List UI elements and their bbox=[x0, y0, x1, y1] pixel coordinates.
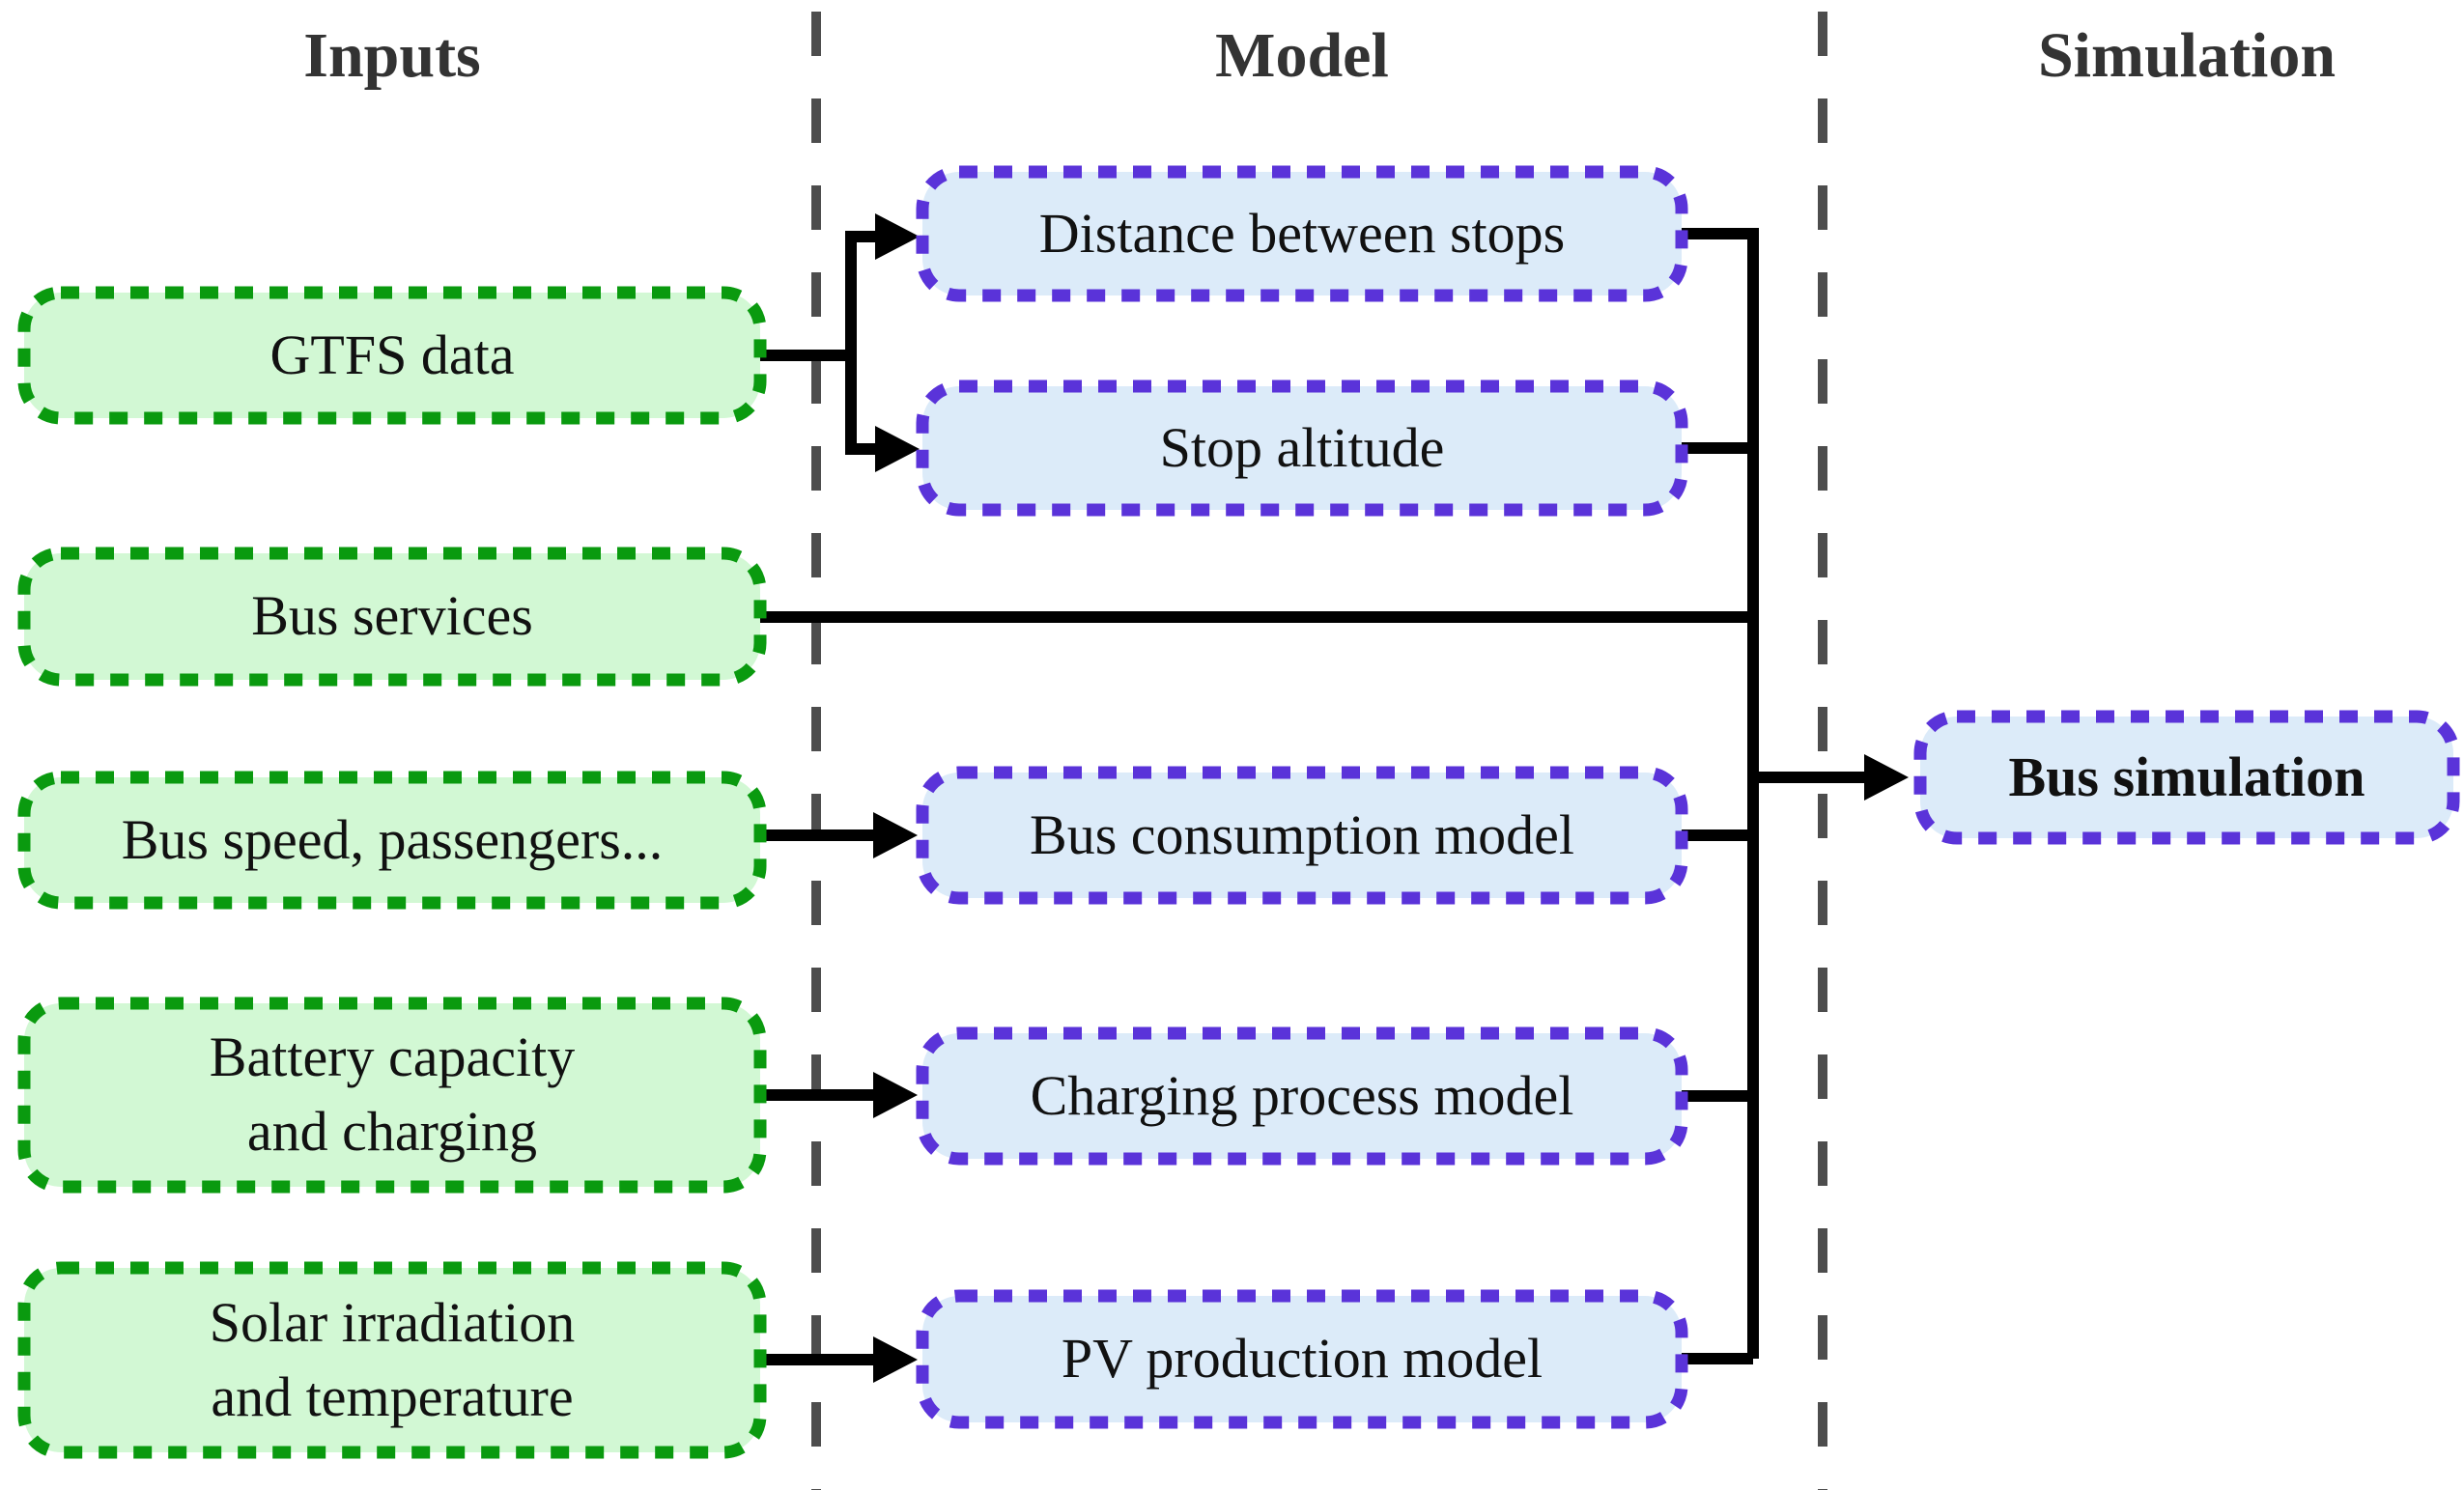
input-label-bus-speed: Bus speed, passengers... bbox=[121, 807, 664, 871]
input-box-bus-speed bbox=[17, 771, 767, 910]
column-title-model: Model bbox=[1215, 20, 1389, 91]
input-label-bus-services: Bus services bbox=[251, 584, 533, 648]
input-box-battery bbox=[17, 997, 767, 1194]
model-label-altitude: Stop altitude bbox=[1159, 415, 1445, 479]
arrow-head-altitude bbox=[875, 426, 920, 472]
input-label-solar: Solar irradiation and temperature bbox=[209, 1290, 576, 1428]
model-box-distance bbox=[916, 165, 1688, 302]
arrow-head-pv bbox=[873, 1336, 918, 1383]
arrow-head-consumption bbox=[873, 812, 918, 858]
model-box-charging bbox=[916, 1026, 1688, 1166]
simulation-box-bus-simulation bbox=[1913, 710, 2460, 845]
input-label-gtfs-data: GTFS data bbox=[269, 323, 515, 386]
model-label-charging: Charging process model bbox=[1030, 1063, 1574, 1127]
model-label-distance: Distance between stops bbox=[1038, 201, 1566, 265]
input-box-bus-services bbox=[17, 547, 767, 687]
input-boxes bbox=[17, 286, 767, 1459]
model-box-altitude bbox=[916, 380, 1688, 517]
model-box-pv bbox=[916, 1289, 1688, 1429]
model-box-consumption bbox=[916, 766, 1688, 905]
arrow-head-simulation bbox=[1864, 754, 1909, 801]
column-title-inputs: Inputs bbox=[303, 20, 481, 91]
model-label-pv: PV production model bbox=[1061, 1327, 1544, 1391]
model-boxes bbox=[916, 165, 1688, 1429]
model-label-consumption: Bus consumption model bbox=[1030, 802, 1574, 866]
column-title-simulation: Simulation bbox=[2037, 20, 2337, 91]
arrow-heads bbox=[873, 213, 1909, 1383]
input-box-gtfs-data bbox=[17, 286, 767, 425]
arrow-head-distance bbox=[875, 213, 920, 260]
simulation-label-bus-simulation: Bus simulation bbox=[2008, 745, 2365, 808]
connector-lines bbox=[760, 228, 1866, 1365]
input-label-battery: Battery capacity and charging bbox=[209, 1026, 576, 1163]
input-box-solar bbox=[17, 1261, 767, 1459]
arrow-head-charging bbox=[873, 1072, 918, 1118]
